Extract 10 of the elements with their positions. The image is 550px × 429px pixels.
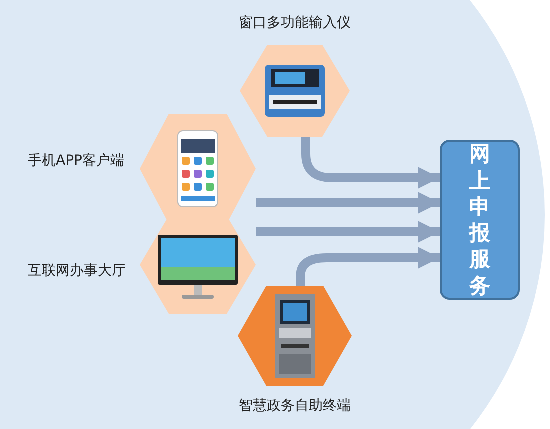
hexagon-picture [238, 286, 352, 386]
hexagon-picture [240, 45, 350, 137]
service-box: 网上申报服务 [440, 140, 520, 300]
device-label: 窗口多功能输入仪 [239, 14, 351, 32]
device-label: 智慧政务自助终端 [239, 397, 351, 415]
arrow [256, 221, 440, 243]
device-label: 手机APP客户端 [28, 152, 124, 170]
arrow [256, 192, 440, 214]
device-label: 互联网办事大厅 [28, 262, 126, 280]
arrow [296, 247, 440, 286]
